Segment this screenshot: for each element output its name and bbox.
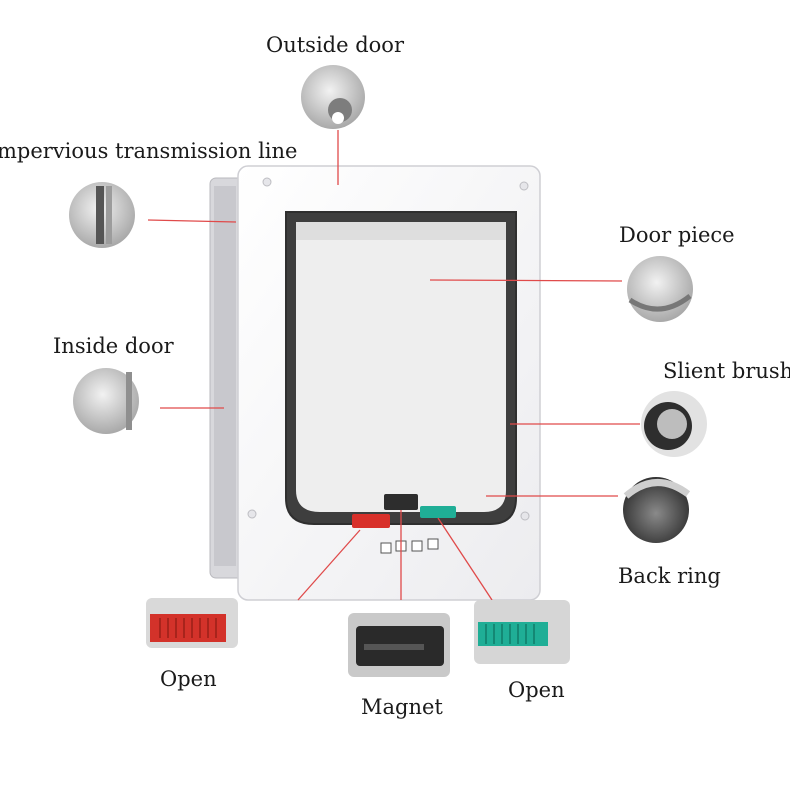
transmission-line-label: mpervious transmission line <box>0 139 298 163</box>
back-ring-label: Back ring <box>618 564 721 588</box>
magnet-detail <box>348 613 450 677</box>
silent-brush-label: Slient brush <box>663 359 790 383</box>
door-piece-detail <box>627 256 693 322</box>
magnet-label: Magnet <box>361 695 443 719</box>
inside-door-detail <box>73 368 139 434</box>
magnet-tab <box>384 494 418 510</box>
red-open-detail <box>146 598 238 648</box>
red-lock-slider[interactable] <box>352 514 390 528</box>
leader-lines <box>147 130 640 601</box>
transmission-line-detail <box>69 182 135 248</box>
door-flap <box>285 211 517 525</box>
back-ring-detail <box>623 477 691 543</box>
open-right-label: Open <box>508 678 565 702</box>
outside-door-label: Outside door <box>266 33 404 57</box>
outside-door-detail <box>301 65 365 129</box>
silent-brush-detail <box>641 391 707 457</box>
inside-door-label: Inside door <box>53 334 174 358</box>
door-piece-label: Door piece <box>619 223 735 247</box>
open-left-label: Open <box>160 667 217 691</box>
teal-lock-slider[interactable] <box>420 506 456 518</box>
teal-open-detail <box>474 600 570 664</box>
